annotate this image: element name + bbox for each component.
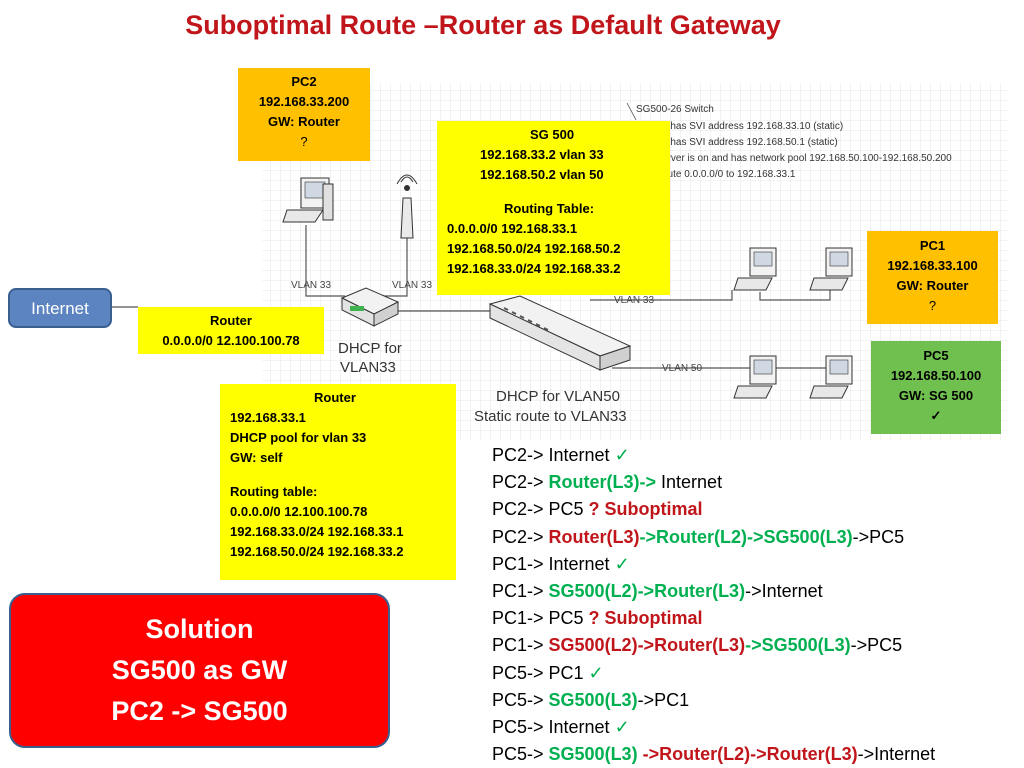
pc1-status: ? xyxy=(928,298,937,313)
link-pc1-a xyxy=(759,290,831,301)
pc1-name: PC1 xyxy=(919,238,946,253)
note-line-5: oute 0.0.0.0/0 to 192.168.33.1 xyxy=(662,169,796,180)
router-route-default: 0.0.0.0/0 12.100.100.78 xyxy=(230,504,368,519)
flow-item: PC1-> PC5 ? Suboptimal xyxy=(492,608,703,629)
flow-list: PC2-> Internet ✓ PC2-> Router(L3)-> Inte… xyxy=(492,442,935,768)
router-route-box: Router 0.0.0.0/0 12.100.100.78 xyxy=(138,307,324,354)
sg500-name: SG 500 xyxy=(530,127,575,142)
pc1-gateway: GW: Router xyxy=(896,278,969,293)
pc2-status: ? xyxy=(300,134,308,149)
wireless-ap-icon xyxy=(396,174,418,239)
link-pc2-router xyxy=(305,225,345,297)
slide-title: Suboptimal Route –Router as Default Gate… xyxy=(185,10,781,40)
solution-title: Solution xyxy=(145,614,254,644)
pc5-info-box: PC5 192.168.50.100 GW: SG 500 ✓ xyxy=(871,341,1001,434)
router-gateway: GW: self xyxy=(230,450,283,465)
internet-node: Internet xyxy=(8,288,112,328)
pc-icon xyxy=(809,247,853,291)
pc2-ip: 192.168.33.200 xyxy=(258,94,350,109)
vlan50-label: VLAN 50 xyxy=(662,363,702,374)
router-small-name: Router xyxy=(210,313,252,328)
check-icon: ✓ xyxy=(614,717,630,738)
vlan33-label-pc2: VLAN 33 xyxy=(291,280,331,291)
pc-icon xyxy=(282,177,334,223)
pc2-info-box: PC2 192.168.33.200 GW: Router ? xyxy=(238,68,370,161)
vlan33-label-switch: VLAN 33 xyxy=(614,295,654,306)
router-route-vlan33: 192.168.33.0/24 192.168.33.1 xyxy=(230,524,404,539)
sg500-ip-vlan50: 192.168.50.2 vlan 50 xyxy=(480,167,604,182)
switch-icon xyxy=(488,295,632,371)
solution-line-3: PC2 -> SG500 xyxy=(111,696,288,726)
router-dhcp-pool: DHCP pool for vlan 33 xyxy=(230,430,367,445)
flow-item: PC1-> SG500(L2)->Router(L3)->SG500(L3)->… xyxy=(492,635,903,656)
router-info-box: Router 192.168.33.1 DHCP pool for vlan 3… xyxy=(220,384,456,580)
pc1-ip: 192.168.33.100 xyxy=(887,258,978,273)
flow-item: PC1-> SG500(L2)->Router(L3)->Internet xyxy=(492,581,823,602)
router-small-route: 0.0.0.0/0 12.100.100.78 xyxy=(162,333,300,348)
solution-line-2: SG500 as GW xyxy=(111,655,288,685)
check-icon: ✓ xyxy=(588,662,604,683)
pc2-gateway: GW: Router xyxy=(268,114,340,129)
note-line-1: SG500-26 Switch xyxy=(636,104,714,115)
sg500-route-vlan50: 192.168.50.0/24 192.168.50.2 xyxy=(447,241,621,256)
flow-item: PC2-> Router(L3)->Router(L2)->SG500(L3)-… xyxy=(492,526,905,547)
check-icon: ✓ xyxy=(614,445,630,465)
pc1-info-box: PC1 192.168.33.100 GW: Router ? xyxy=(867,231,998,324)
sg500-info-box: SG 500 192.168.33.2 vlan 33 192.168.50.2… xyxy=(437,121,670,295)
pc5-status: ✓ xyxy=(930,408,942,423)
flow-item: PC2-> Internet ✓ xyxy=(492,445,630,465)
pc5-gateway: GW: SG 500 xyxy=(898,388,974,403)
pc-icon xyxy=(733,355,777,399)
flow-item: PC5-> PC1 ✓ xyxy=(492,662,604,683)
solution-box: Solution SG500 as GW PC2 -> SG500 xyxy=(9,593,390,748)
sg500-route-default: 0.0.0.0/0 192.168.33.1 xyxy=(447,221,578,236)
router-name: Router xyxy=(314,390,356,405)
switch-dhcp-label: DHCP for VLAN50 xyxy=(496,388,620,405)
vlan33-label-ap: VLAN 33 xyxy=(392,280,432,291)
note-line-4: erver is on and has network pool 192.168… xyxy=(662,153,952,164)
pc-icon xyxy=(733,247,777,291)
link-ap-router xyxy=(380,238,408,297)
flow-item: PC2-> Router(L3)-> Internet xyxy=(492,472,723,493)
flow-item: PC5-> SG500(L3) ->Router(L2)->Router(L3)… xyxy=(492,744,936,765)
sg500-routing-title: Routing Table: xyxy=(504,201,595,216)
pc5-name: PC5 xyxy=(923,348,949,363)
sg500-ip-vlan33: 192.168.33.2 vlan 33 xyxy=(480,147,604,162)
router-route-vlan50: 192.168.50.0/24 192.168.33.2 xyxy=(230,544,404,559)
router-dhcp-label-2: VLAN33 xyxy=(340,359,396,376)
router-routing-title: Routing table: xyxy=(230,484,318,499)
router-dhcp-label-1: DHCP for xyxy=(338,340,402,357)
flow-item: PC5-> SG500(L3)->PC1 xyxy=(492,689,690,710)
router-ip: 192.168.33.1 xyxy=(230,410,306,425)
flow-item: PC5-> Internet ✓ xyxy=(492,717,630,738)
flow-item: PC1-> Internet ✓ xyxy=(492,553,630,574)
note-line-3: 0 has SVI address 192.168.50.1 (static) xyxy=(662,137,838,148)
switch-route-label: Static route to VLAN33 xyxy=(474,408,627,425)
note-line-2: 3 has SVI address 192.168.33.10 (static) xyxy=(662,121,843,132)
link-switch-vlan33 xyxy=(590,290,733,301)
flow-item: PC2-> PC5 ? Suboptimal xyxy=(492,499,703,520)
pc-icon xyxy=(809,355,853,399)
check-icon: ✓ xyxy=(614,553,630,574)
sg500-route-vlan33: 192.168.33.0/24 192.168.33.2 xyxy=(447,261,621,276)
pc5-ip: 192.168.50.100 xyxy=(890,368,982,383)
router-icon xyxy=(340,287,400,327)
pc2-name: PC2 xyxy=(291,74,317,89)
